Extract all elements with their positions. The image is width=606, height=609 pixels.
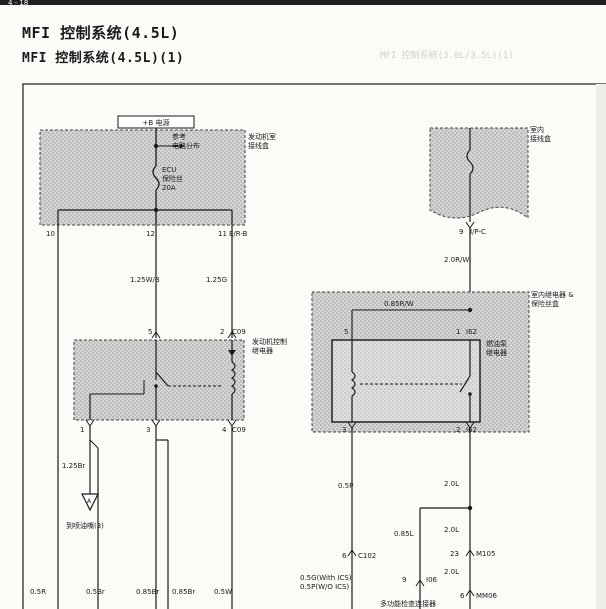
engine-box-pin-12: 12 <box>146 230 155 238</box>
engine-relay-pin-4: 4 <box>222 426 227 434</box>
m105-label: M105 <box>476 550 495 558</box>
engine-room-junction-box <box>39 129 246 226</box>
relay-switch-icon <box>155 371 169 387</box>
i06-pin: 9 <box>402 576 406 584</box>
mm06-pin: 6 <box>460 592 465 600</box>
with-ics-label: 0.5G(With ICS)0.5P(W/O ICS) <box>300 574 352 591</box>
wire-label-injector: 1.25Br <box>62 462 85 470</box>
i06-label: I06 <box>426 576 438 584</box>
fuse-icon <box>152 165 160 191</box>
fuel-relay-top-connector: I62 <box>466 328 477 336</box>
fuel-relay-coil-icon <box>350 371 356 397</box>
engine-relay-top-connector: C09 <box>232 328 246 336</box>
wire-label-20l-c: 2.0L <box>444 568 459 576</box>
wire-label-11: 1.25G <box>206 276 227 284</box>
c102-pin: 6 <box>342 552 347 560</box>
top-bar: 4 - 18 <box>0 0 606 7</box>
injector-ref-label: 到喷油嘴(3) <box>66 521 104 530</box>
fuel-relay-pin-3: 3 <box>342 426 346 434</box>
fuel-pump-relay-name: 燃油泵继电器 <box>486 339 507 357</box>
engine-control-relay <box>73 339 245 421</box>
wire-label-20l-a: 2.0L <box>444 480 459 488</box>
fuel-relay-pin-2: 2 <box>456 426 460 434</box>
power-source-label: +B 电源 <box>143 118 170 127</box>
fuel-relay-pin-1: 1 <box>456 328 460 336</box>
check-connector-label: 多功能检查连接器 <box>380 599 436 608</box>
engine-box-pin-11: 11 <box>218 230 227 238</box>
engine-box-name: 发动机室接线盒 <box>248 132 276 150</box>
interior-box-pin-9: 9 <box>459 228 463 236</box>
fuel-relay-pin-5: 5 <box>344 328 348 336</box>
c102-label: C102 <box>358 552 376 560</box>
page-subtitle: MFI 控制系统(4.5L)(1) <box>22 51 185 66</box>
engine-relay-pin-5: 5 <box>148 328 152 336</box>
interior-box-connector: I/P-C <box>470 228 486 236</box>
interior-relay-box-name: 室内继电器 &保险丝盒 <box>531 290 574 308</box>
connector-arrow-label: A <box>87 498 92 505</box>
interior-junction-box <box>429 127 529 220</box>
engine-relay-pin-1: 1 <box>80 426 84 434</box>
engine-relay-pin-3: 3 <box>146 426 150 434</box>
bottom-wire-1: 0.5Br <box>86 588 105 596</box>
engine-relay-pin-2: 2 <box>220 328 224 336</box>
header-mark: 4 - 18 <box>8 0 29 7</box>
wire-label-085l: 0.85L <box>394 530 414 538</box>
bottom-wire-2: 0.85Br <box>136 588 159 596</box>
wire-label-12: 1.25W/B <box>130 276 160 284</box>
interior-box-name: 室内接线盒 <box>530 125 551 143</box>
fuel-relay-switch-icon <box>459 375 471 393</box>
bottom-wire-3: 0.85Br <box>172 588 195 596</box>
bottom-wire-4: 0.5W <box>214 588 232 596</box>
engine-relay-name: 发动机控制继电器 <box>252 337 287 355</box>
engine-relay-bottom-connector: C09 <box>232 426 246 434</box>
bottom-wire-0: 0.5R <box>30 588 46 596</box>
engine-box-connector: E/R-B <box>229 230 248 238</box>
engine-box-ref-note: 参考电路分布 <box>172 132 200 150</box>
wire-label-20l-b: 2.0L <box>444 526 459 534</box>
interior-relay-fuse-box <box>311 291 530 433</box>
page-title: MFI 控制系统(4.5L) <box>22 24 180 42</box>
fuel-pump-relay <box>331 339 481 423</box>
bleed-through-text: MFI 控制系统(3.0L/3.5L)(1) <box>380 51 514 61</box>
diagram-frame <box>22 83 606 609</box>
wire-label-05p: 0.5P <box>338 482 353 490</box>
interior-fuse-icon <box>466 149 474 175</box>
wire-label-ip: 2.0R/W <box>444 256 469 264</box>
relay-coil-icon <box>230 361 236 395</box>
fuel-relay-bottom-connector: I62 <box>466 426 477 434</box>
mm06-label: MM06 <box>476 592 498 600</box>
m105-pin: 23 <box>450 550 459 558</box>
scan-edge <box>596 84 606 609</box>
diode-icon <box>228 350 236 356</box>
internal-wire-label: 0.85R/W <box>384 300 414 308</box>
engine-box-pin-10: 10 <box>46 230 55 238</box>
